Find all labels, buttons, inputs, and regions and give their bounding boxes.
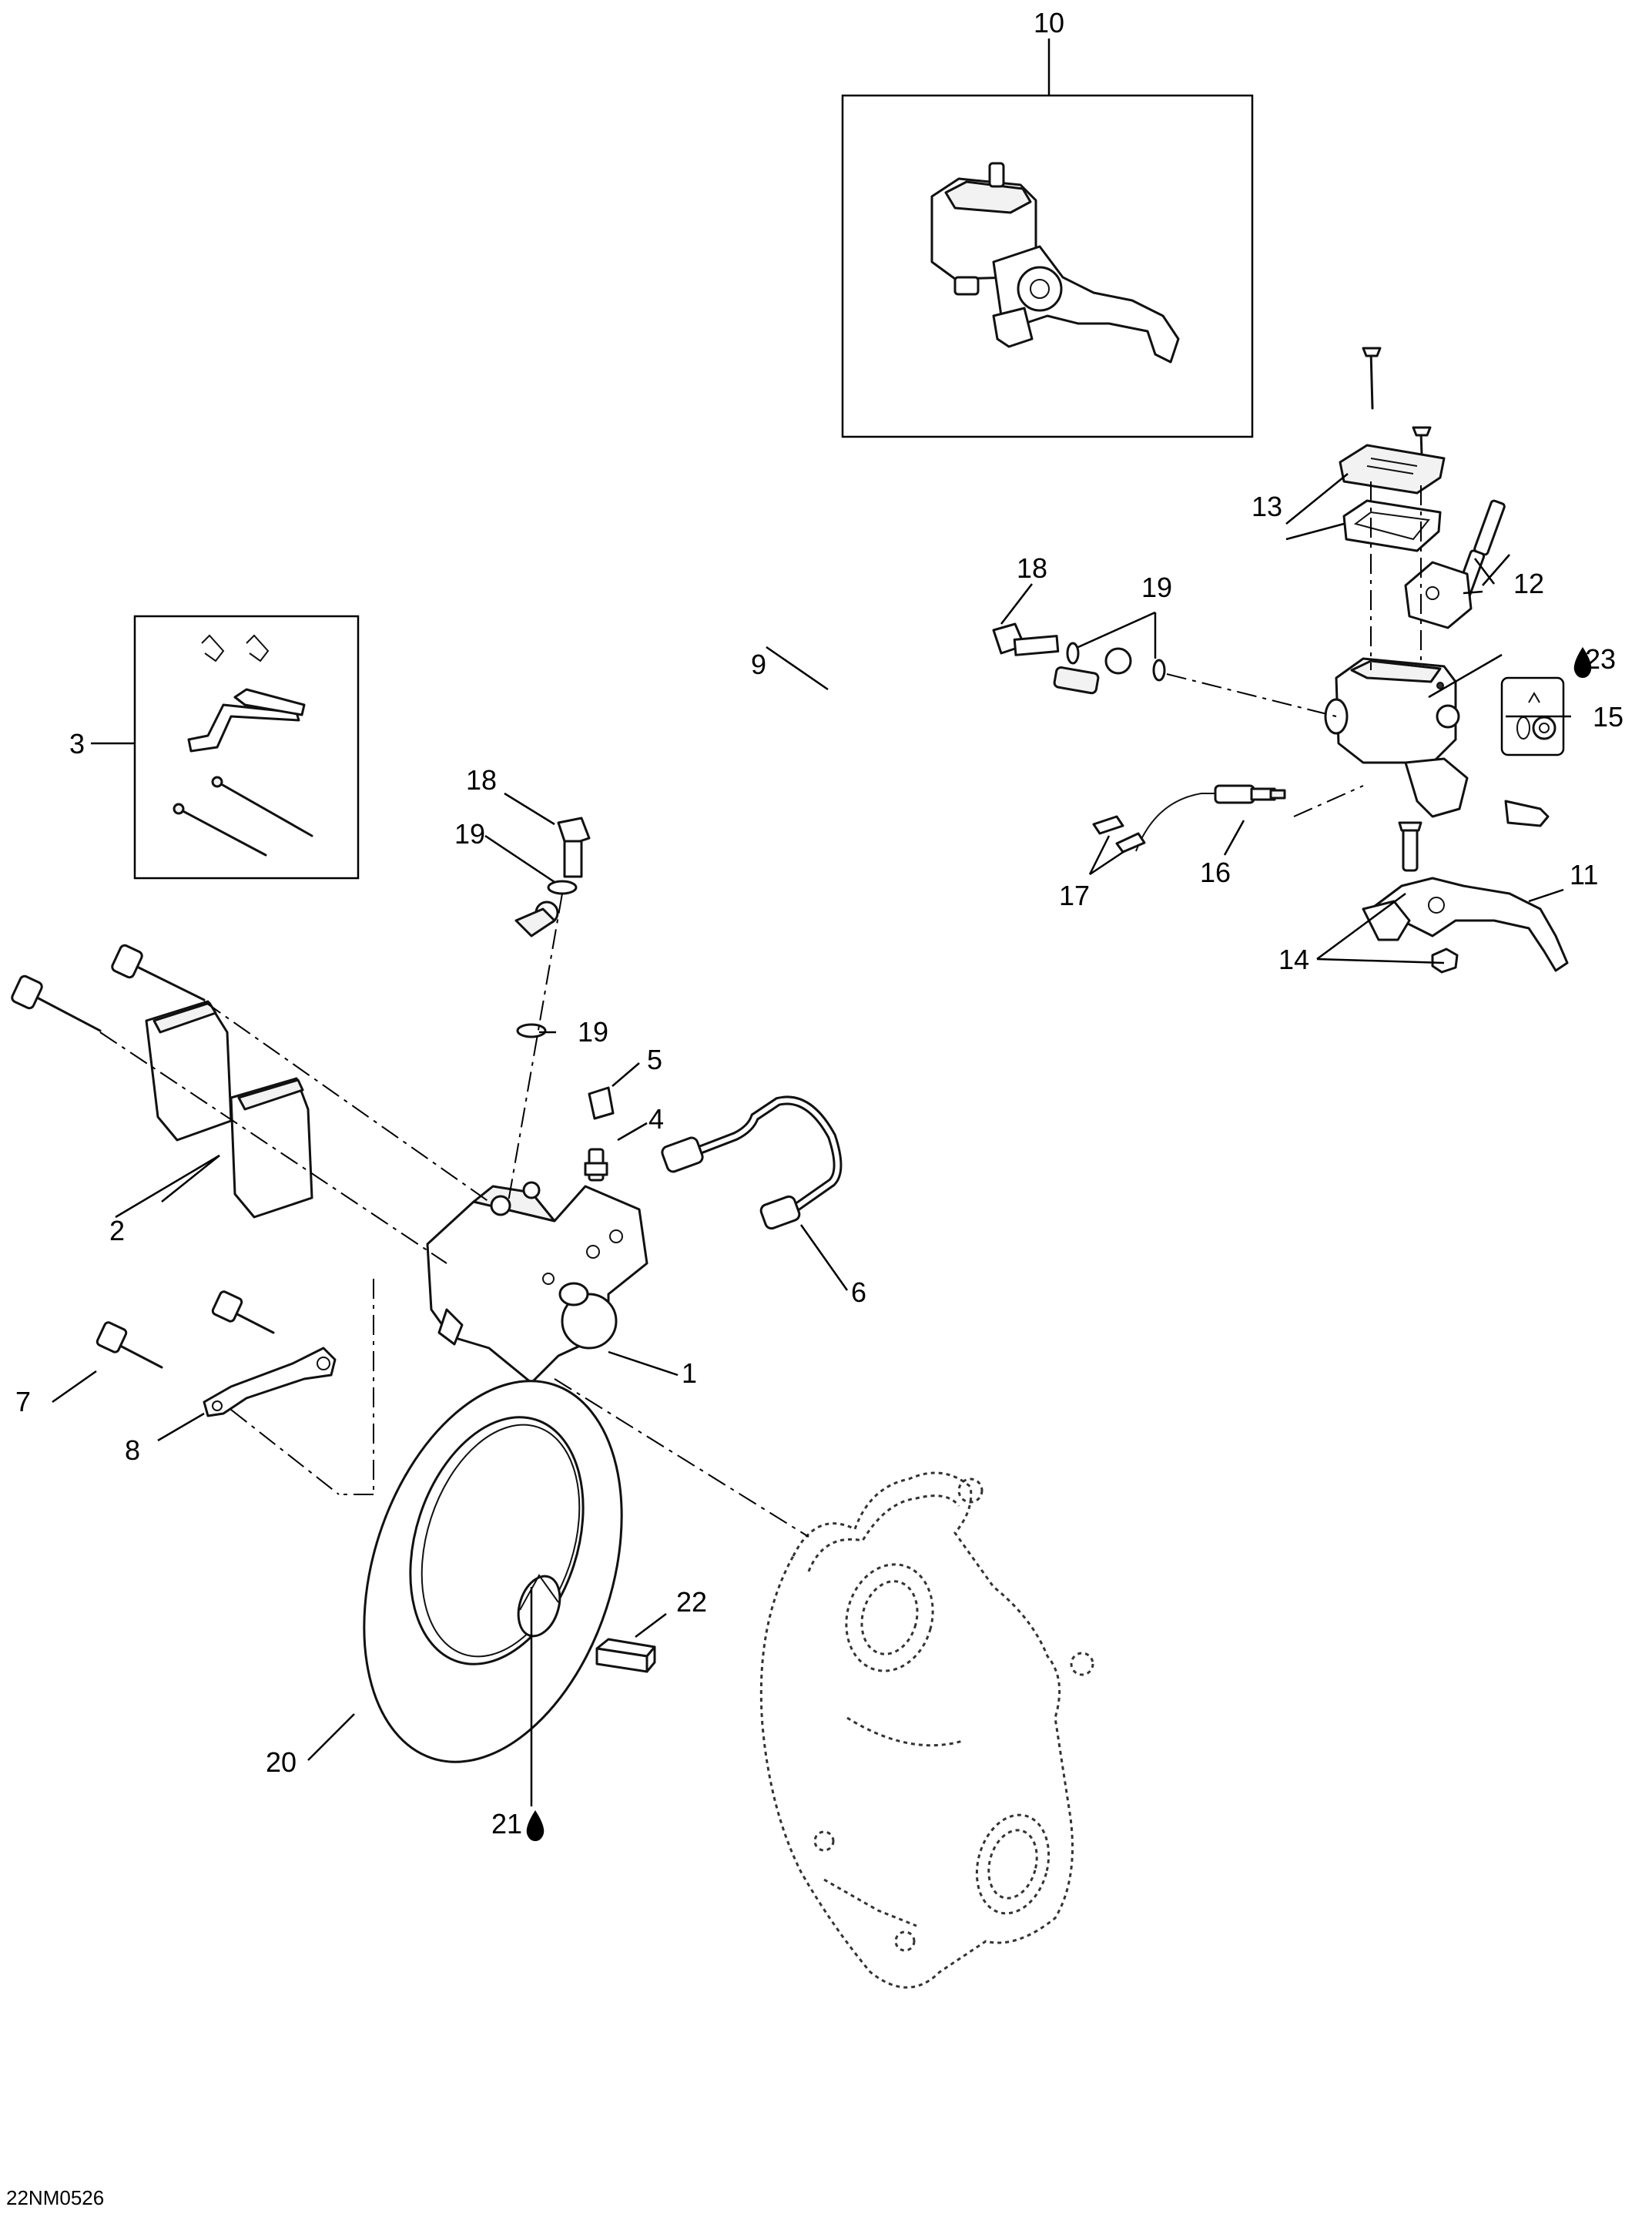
callout-16: 16	[1200, 857, 1231, 888]
leader-lines	[52, 473, 1571, 1806]
master-cylinder-assembly-box	[841, 39, 1254, 438]
drawing-code: 22NM0526	[6, 2186, 104, 2209]
callout-10: 10	[1034, 7, 1064, 39]
assembly-centerlines	[99, 481, 1422, 1538]
washer-upper-left	[1066, 642, 1080, 665]
callout-2: 2	[109, 1215, 125, 1246]
callout-17: 17	[1059, 880, 1090, 911]
callout-12: 12	[1513, 568, 1544, 599]
switch-terminals	[1092, 815, 1146, 854]
callout-9: 9	[751, 649, 766, 680]
handlebar-clamp	[1404, 561, 1473, 629]
drop-icon-23	[1573, 647, 1592, 678]
bleeder-cap	[588, 1086, 615, 1120]
brake-caliper	[426, 1181, 648, 1384]
callout-4: 4	[648, 1103, 664, 1135]
washer-lower-bottom	[516, 1023, 547, 1038]
lock-plate	[203, 1347, 337, 1417]
bleeder-valve	[584, 1148, 608, 1182]
callout-20: 20	[266, 1746, 297, 1778]
banjo-bolt-upper	[992, 622, 1060, 656]
callout-6: 6	[851, 1276, 866, 1308]
brake-pad-front	[145, 1000, 233, 1142]
callout-1: 1	[682, 1357, 697, 1389]
callout-5: 5	[647, 1044, 662, 1075]
callout-19-middle: 19	[454, 818, 485, 850]
drop-icon-21	[526, 1810, 545, 1841]
washer-upper-right	[1152, 659, 1166, 682]
brake-disc	[363, 1380, 623, 1763]
washer-lower-top	[547, 880, 578, 895]
lever-dust-boot	[1504, 800, 1550, 827]
callout-13: 13	[1252, 491, 1282, 522]
callout-labels: 10 3 9 18 19 13 12 23 15 16 17 11 14 18 …	[15, 7, 1624, 1840]
callout-7: 7	[15, 1386, 31, 1417]
callout-14: 14	[1278, 944, 1309, 975]
brake-lever	[1362, 877, 1569, 972]
callout-18-upper: 18	[1017, 552, 1047, 584]
banjo-bolt-lower	[557, 817, 591, 878]
disc-key	[595, 1638, 656, 1673]
reservoir-screws	[1362, 347, 1432, 479]
pad-pin-kit-drawing	[173, 634, 313, 857]
caliper-mount-bolts	[96, 1290, 275, 1369]
callout-19-lower: 19	[578, 1016, 608, 1048]
reservoir-diaphragm	[1342, 499, 1442, 552]
master-cylinder-body	[1324, 657, 1469, 818]
callout-18-lower: 18	[466, 764, 497, 796]
callout-8: 8	[125, 1434, 140, 1466]
callout-11: 11	[1570, 859, 1598, 890]
brake-pad-rear	[230, 1077, 313, 1219]
callout-15: 15	[1593, 701, 1624, 733]
lever-pivot-bolt	[1398, 821, 1422, 872]
lever-pivot-nut	[1431, 948, 1459, 974]
callout-21: 21	[491, 1808, 522, 1840]
pad-pin-kit-box	[91, 615, 360, 880]
brake-light-switch	[1135, 784, 1286, 852]
chaincase-housing-reference	[759, 1471, 1094, 1989]
brake-hose	[490, 647, 1132, 1005]
callout-22: 22	[676, 1586, 707, 1618]
master-cylinder-assembly-drawing	[930, 162, 1180, 364]
brake-pipe	[661, 1095, 843, 1230]
callout-19-upper: 19	[1141, 572, 1172, 603]
callout-3: 3	[69, 728, 85, 760]
reservoir-cover	[1339, 444, 1446, 495]
caliper-long-bolts	[11, 944, 206, 1032]
